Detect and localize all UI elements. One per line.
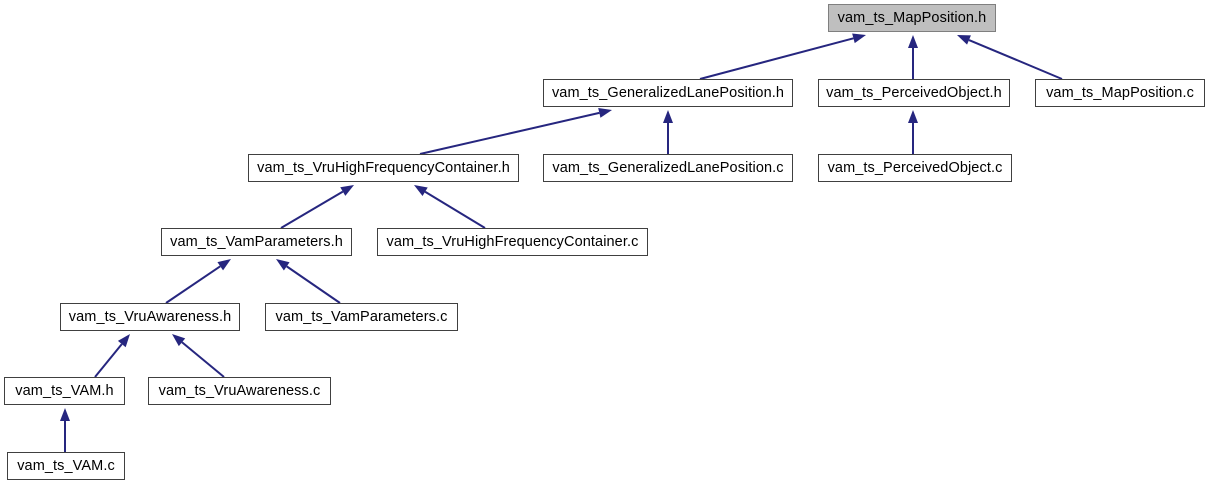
arrowhead-icon — [852, 33, 866, 44]
arrowhead-icon — [340, 185, 354, 196]
edge-vhfc_h-to-glp_h — [419, 108, 612, 155]
node-label: vam_ts_VruAwareness.c — [158, 382, 321, 399]
arrowhead-icon — [414, 185, 428, 197]
node-label: vam_ts_VruAwareness.h — [68, 308, 232, 325]
node-label: vam_ts_MapPosition.h — [837, 9, 987, 26]
edge-vp_h-to-vhfc_h — [280, 185, 354, 229]
edge-va_h-to-vp_h — [165, 259, 231, 304]
node-va_c[interactable]: vam_ts_VruAwareness.c — [148, 377, 331, 405]
node-va_h[interactable]: vam_ts_VruAwareness.h — [60, 303, 240, 331]
node-vhfc_c[interactable]: vam_ts_VruHighFrequencyContainer.c — [377, 228, 648, 256]
arrowhead-icon — [217, 259, 231, 271]
edge-va_c-to-va_h — [172, 334, 225, 378]
node-glp_c[interactable]: vam_ts_GeneralizedLanePosition.c — [543, 154, 793, 182]
node-po_h[interactable]: vam_ts_PerceivedObject.h — [818, 79, 1010, 107]
node-label: vam_ts_GeneralizedLanePosition.c — [552, 159, 784, 176]
node-vam_h[interactable]: vam_ts_VAM.h — [4, 377, 125, 405]
arrowhead-icon — [908, 110, 918, 123]
node-vp_c[interactable]: vam_ts_VamParameters.c — [265, 303, 458, 331]
edge-po_h-to-map_h — [908, 35, 918, 79]
node-vp_h[interactable]: vam_ts_VamParameters.h — [161, 228, 352, 256]
node-map_c[interactable]: vam_ts_MapPosition.c — [1035, 79, 1205, 107]
node-label: vam_ts_PerceivedObject.h — [826, 84, 1002, 101]
node-label: vam_ts_VruHighFrequencyContainer.c — [386, 233, 639, 250]
node-map_h[interactable]: vam_ts_MapPosition.h — [828, 4, 996, 32]
node-label: vam_ts_MapPosition.c — [1046, 84, 1194, 101]
arrowhead-icon — [117, 334, 130, 348]
edge-vp_c-to-vp_h — [276, 259, 341, 304]
arrowhead-icon — [276, 259, 290, 271]
arrowhead-icon — [957, 35, 971, 45]
edge-vhfc_c-to-vhfc_h — [414, 185, 486, 229]
arrowhead-icon — [663, 110, 673, 123]
node-vam_c[interactable]: vam_ts_VAM.c — [7, 452, 125, 480]
edge-map_c-to-map_h — [957, 35, 1063, 80]
node-label: vam_ts_PerceivedObject.c — [827, 159, 1003, 176]
node-po_c[interactable]: vam_ts_PerceivedObject.c — [818, 154, 1012, 182]
edge-po_c-to-po_h — [908, 110, 918, 154]
arrowhead-icon — [60, 408, 70, 421]
node-label: vam_ts_GeneralizedLanePosition.h — [551, 84, 785, 101]
arrowhead-icon — [172, 334, 186, 347]
edge-vam_c-to-vam_h — [60, 408, 70, 452]
edge-vam_h-to-va_h — [94, 334, 130, 378]
node-label: vam_ts_VAM.h — [15, 382, 114, 399]
node-label: vam_ts_VamParameters.c — [275, 308, 448, 325]
node-vhfc_h[interactable]: vam_ts_VruHighFrequencyContainer.h — [248, 154, 519, 182]
node-label: vam_ts_VruHighFrequencyContainer.h — [257, 159, 510, 176]
arrowhead-icon — [908, 35, 918, 48]
node-glp_h[interactable]: vam_ts_GeneralizedLanePosition.h — [543, 79, 793, 107]
node-label: vam_ts_VamParameters.h — [170, 233, 343, 250]
edge-glp_c-to-glp_h — [663, 110, 673, 154]
edge-glp_h-to-map_h — [699, 33, 866, 80]
node-label: vam_ts_VAM.c — [17, 457, 115, 474]
arrowhead-icon — [598, 108, 612, 118]
